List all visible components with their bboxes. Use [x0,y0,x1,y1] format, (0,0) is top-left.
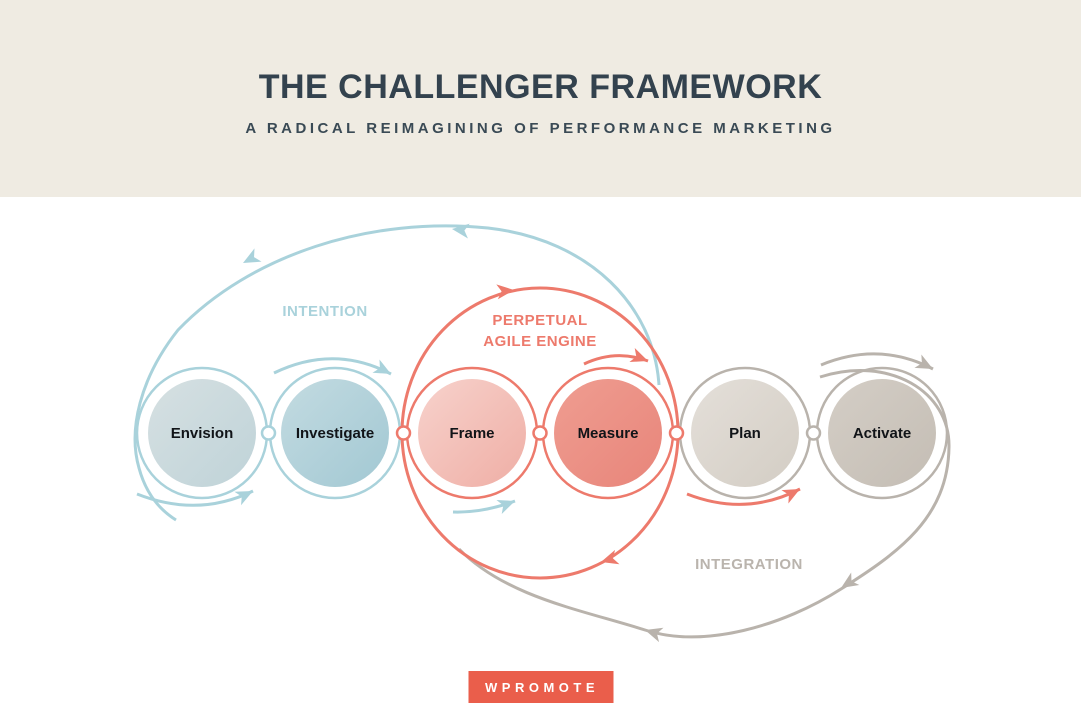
node-fill [281,379,389,487]
integration-loop-arc [457,369,951,643]
intention-label: INTENTION [282,303,367,320]
engine-label-line1: PERPETUAL [492,312,587,329]
node-label-frame: Frame [449,425,494,442]
node-measure: Measure [541,366,675,500]
header-band: THE CHALLENGER FRAMEWORK A RADICAL REIMA… [0,0,1081,197]
node-fill [828,379,936,487]
intention-arrowhead-left [243,248,262,263]
junction-dot-frame-measure [532,425,548,441]
junction-dot-plan-activate [805,425,822,441]
node-label-envision: Envision [171,425,234,442]
node-fill [691,379,799,487]
node-fill [148,379,256,487]
engine-label-line2: AGILE ENGINE [483,333,597,350]
node-label-activate: Activate [853,425,911,442]
integration-label: INTEGRATION [695,556,803,573]
integration-arrowhead-bottom [645,627,664,643]
engine-arrowhead-top [496,284,514,300]
intention-loop-arc [133,223,661,522]
junction-dot-investigate-frame [395,425,412,441]
swoosh-above-activate [820,352,934,371]
node-fill [554,379,662,487]
engine-arrowhead-bottom [601,549,620,565]
node-envision: Envision [135,366,269,500]
wpromote-logo: WPROMOTE [468,671,613,703]
junction-dot-measure-plan [668,425,685,441]
node-investigate: Investigate [268,366,402,500]
swoosh-above-measure [583,348,649,366]
swoosh-below-envision [136,489,254,507]
node-label-measure: Measure [578,425,639,442]
swoosh-above-investigate [273,357,392,376]
node-label-investigate: Investigate [296,425,374,442]
swoosh-below-frame [452,499,516,514]
node-frame: Frame [405,366,539,500]
intention-arrowhead-top [452,223,470,239]
page-title: THE CHALLENGER FRAMEWORK [258,68,823,106]
node-label-plan: Plan [729,425,761,442]
swoosh-below-plan [686,487,801,506]
node-activate: Activate [815,366,949,500]
node-fill [418,379,526,487]
page-subtitle: A RADICAL REIMAGINING OF PERFORMANCE MAR… [245,120,836,137]
node-plan: Plan [678,366,812,500]
junction-dot-envision-investigate [260,425,277,441]
integration-arrowhead-right [841,572,860,588]
